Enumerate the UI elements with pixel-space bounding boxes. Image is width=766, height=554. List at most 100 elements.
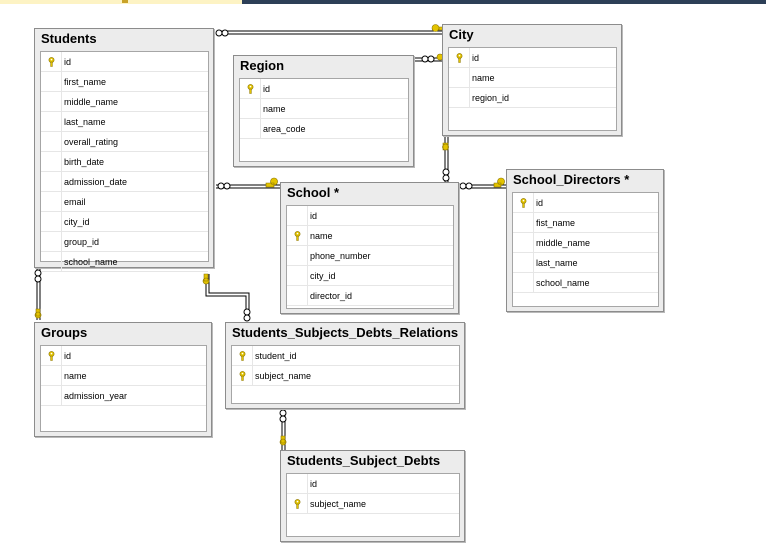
column-name: middle_name	[536, 237, 591, 248]
column-row[interactable]: group_id	[41, 232, 208, 252]
column-row[interactable]: middle_name	[41, 92, 208, 112]
column-name: admission_date	[64, 176, 128, 187]
column-row[interactable]: region_id	[449, 88, 616, 108]
column-name: id	[310, 210, 318, 221]
key-cell	[41, 252, 62, 271]
column-name: last_name	[64, 116, 106, 127]
key-cell	[287, 266, 308, 285]
rel-end-many	[215, 29, 229, 37]
column-row[interactable]: school_name	[513, 273, 658, 293]
rel-end-key-icon	[202, 273, 210, 285]
column-name: student_id	[255, 350, 297, 361]
column-row[interactable]: phone_number	[287, 246, 453, 266]
column-row[interactable]: name	[287, 226, 453, 246]
key-cell	[41, 152, 62, 171]
column-row[interactable]: subject_name	[232, 366, 459, 386]
column-row[interactable]: school_name	[41, 252, 208, 272]
key-cell	[41, 72, 62, 91]
column-row[interactable]: subject_name	[287, 494, 459, 514]
column-name: subject_name	[310, 498, 367, 509]
table-title: School_Directors *	[513, 172, 630, 187]
accent-tick	[122, 0, 128, 3]
rel-end-key-icon	[279, 435, 287, 446]
table-students-subjects-debts-relations[interactable]: Students_Subjects_Debts_Relations studen…	[225, 322, 465, 409]
key-cell	[240, 99, 261, 118]
key-cell	[513, 273, 534, 292]
key-cell	[41, 192, 62, 211]
column-row[interactable]: id	[41, 52, 208, 72]
column-name: id	[310, 478, 318, 489]
column-grid: id name region_id	[448, 47, 617, 131]
rel-end-key-icon	[34, 308, 42, 319]
column-row[interactable]: middle_name	[513, 233, 658, 253]
primary-key-icon	[240, 79, 261, 98]
column-row[interactable]: email	[41, 192, 208, 212]
column-row[interactable]: city_id	[287, 266, 453, 286]
column-row[interactable]: id	[513, 193, 658, 213]
column-row[interactable]: overall_rating	[41, 132, 208, 152]
column-row[interactable]: name	[449, 68, 616, 88]
column-row[interactable]: admission_year	[41, 386, 206, 406]
column-name: last_name	[536, 257, 578, 268]
column-row[interactable]: last_name	[41, 112, 208, 132]
column-name: subject_name	[255, 370, 312, 381]
rel-end-key-icon	[265, 177, 278, 188]
column-row[interactable]: id	[41, 346, 206, 366]
column-row[interactable]: city_id	[41, 212, 208, 232]
key-cell	[41, 92, 62, 111]
primary-key-icon	[41, 52, 62, 71]
column-name: id	[536, 197, 544, 208]
table-region[interactable]: Region id name area_code	[233, 55, 414, 167]
key-cell	[41, 212, 62, 231]
table-school-directors[interactable]: School_Directors * id fist_name middle_nam…	[506, 169, 664, 312]
rel-end-many	[442, 168, 450, 182]
rel-end-key-icon	[442, 142, 449, 151]
rel-students-ssdr	[205, 274, 250, 320]
column-name: name	[310, 230, 333, 241]
column-row[interactable]: name	[240, 99, 408, 119]
primary-key-icon	[41, 346, 62, 365]
key-cell	[287, 474, 308, 493]
primary-key-icon	[287, 494, 308, 513]
column-row[interactable]: id	[287, 206, 453, 226]
table-title: Groups	[41, 325, 88, 340]
window-top-strip	[0, 0, 766, 4]
column-name: region_id	[472, 92, 510, 103]
table-title: Region	[240, 58, 285, 73]
table-title: Students	[41, 31, 97, 46]
column-row[interactable]: area_code	[240, 119, 408, 139]
column-row[interactable]: student_id	[232, 346, 459, 366]
column-name: birth_date	[64, 156, 105, 167]
key-cell	[287, 286, 308, 305]
key-cell	[41, 132, 62, 151]
column-row[interactable]: id	[449, 48, 616, 68]
column-row[interactable]: name	[41, 366, 206, 386]
column-row[interactable]: director_id	[287, 286, 453, 306]
column-row[interactable]: birth_date	[41, 152, 208, 172]
column-name: name	[263, 103, 286, 114]
key-cell	[41, 232, 62, 251]
key-cell	[287, 246, 308, 265]
column-name: name	[472, 72, 495, 83]
column-name: fist_name	[536, 217, 576, 228]
column-row[interactable]: fist_name	[513, 213, 658, 233]
column-row[interactable]: id	[287, 474, 459, 494]
column-name: id	[263, 83, 271, 94]
column-row[interactable]: first_name	[41, 72, 208, 92]
key-cell	[41, 112, 62, 131]
column-name: overall_rating	[64, 136, 119, 147]
rel-end-key-icon	[493, 177, 505, 188]
title-bar-dark	[242, 0, 766, 4]
key-cell	[513, 253, 534, 272]
column-row[interactable]: id	[240, 79, 408, 99]
column-row[interactable]: last_name	[513, 253, 658, 273]
column-row[interactable]: admission_date	[41, 172, 208, 192]
